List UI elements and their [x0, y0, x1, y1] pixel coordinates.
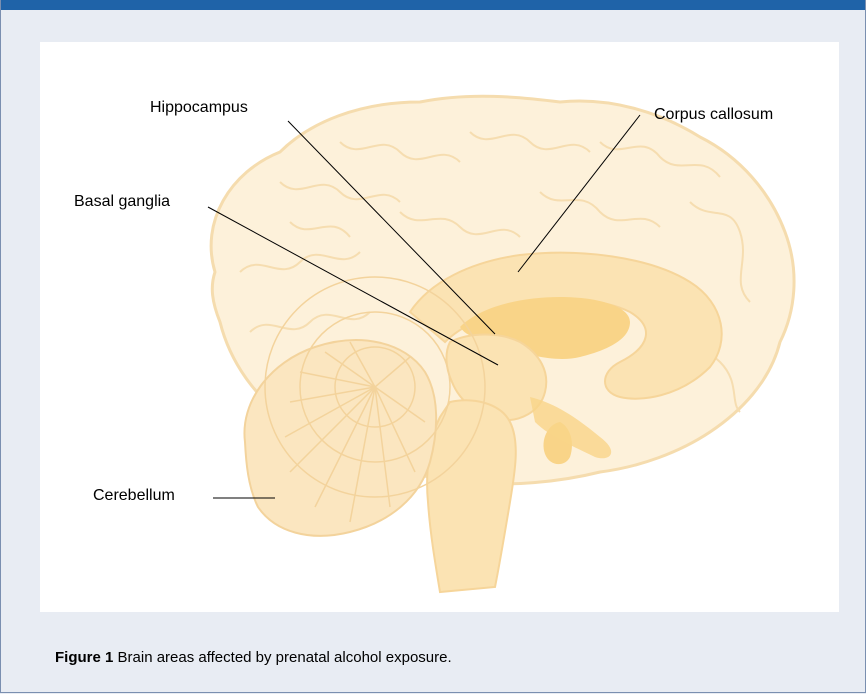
brain-diagram [40, 42, 839, 612]
header-bar [1, 0, 865, 10]
label-hippocampus: Hippocampus [150, 99, 248, 117]
caption-text: Brain areas affected by prenatal alcohol… [118, 649, 452, 666]
label-corpus-callosum: Corpus callosum [654, 106, 773, 124]
label-basal-ganglia: Basal ganglia [74, 193, 170, 211]
figure-number: Figure 1 [55, 649, 113, 666]
figure-caption: Figure 1 Brain areas affected by prenata… [55, 649, 452, 666]
brainstem [427, 400, 516, 592]
diagram-panel: Hippocampus Corpus callosum Basal gangli… [40, 42, 839, 612]
label-cerebellum: Cerebellum [93, 487, 175, 505]
